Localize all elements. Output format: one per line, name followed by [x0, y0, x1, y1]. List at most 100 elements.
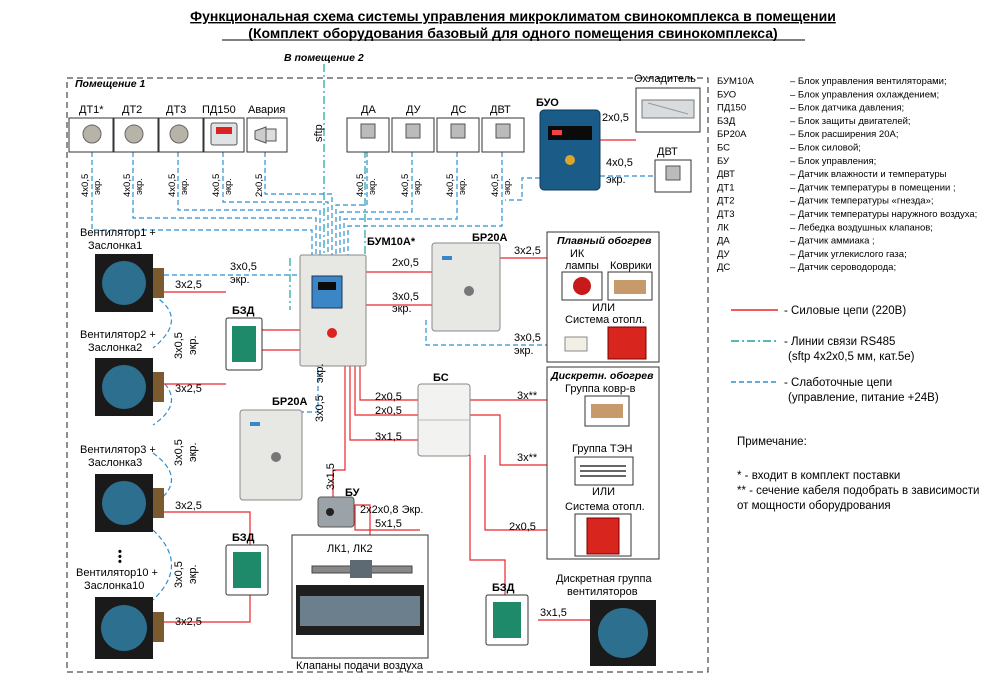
cable-pd150-ekr: экр. [223, 178, 234, 195]
fan10-label-b: Заслонка10 [84, 580, 144, 592]
fan2-damper [153, 372, 164, 402]
fan2-label-a: Вентилятор2 + [80, 329, 156, 341]
bum-pow-cable: 3х0,5 [392, 291, 419, 303]
fan-ellipsis-2: • [118, 551, 122, 563]
dvt2-cable: 4х0,5 [606, 157, 633, 169]
cable-ds: 4х0,5 [445, 174, 456, 197]
legend-rs485-text1: - Линии связи RS485 [784, 336, 895, 348]
title-line2: (Комплект оборудования базовый для одног… [248, 25, 777, 41]
bzd2-label: БЗД [232, 532, 255, 544]
fan-ellipsis-1: • [118, 546, 122, 558]
legend-low-text2: (управление, питание +24В) [788, 392, 939, 404]
br20a-mid-device [239, 409, 303, 501]
buo-label: БУО [536, 97, 559, 109]
legend-abbr-desc: – Блок управления; [790, 156, 876, 167]
bu-device [317, 496, 355, 528]
br20a-top-lc-ekr: экр. [514, 345, 534, 357]
legend-abbr-code: ДТ1 [717, 182, 735, 193]
bs-cable2: 2х0,5 [375, 405, 402, 417]
abbreviation-legend: БУМ10А– Блок управления вентиляторами;БУ… [717, 76, 977, 273]
legend-abbr-desc: – Блок защиты двигателей; [790, 116, 911, 127]
fan23-lc-cable: 3х0,5 [173, 439, 185, 466]
dvt-sensor-icon [495, 123, 511, 139]
legend-abbr-code: ДА [717, 236, 730, 247]
room1-label: Помещение 1 [75, 78, 145, 90]
fan10-power-cable: 3х2,5 [175, 616, 202, 628]
smooth-thermostat-icon [564, 336, 588, 352]
legend-abbr-desc: – Блок силовой; [790, 143, 861, 154]
bzd3-label: БЗД [492, 582, 515, 594]
cable-pd150: 4х0,5 [211, 174, 222, 197]
power-wires [164, 139, 636, 623]
valve-grille [300, 596, 420, 626]
fan-cable-labels: 3х2,5 3х2,5 3х2,5 3х2,5 3х0,5 экр. 3х0,5… [173, 279, 202, 628]
bzd2-icon [233, 552, 261, 588]
fan10-label-a: Вентилятор10 + [76, 567, 158, 579]
dvt2-sensor-icon [665, 165, 681, 181]
cable-alarm: 2х0,5 [254, 174, 265, 197]
cable-dt1: 4х0,5 [80, 174, 91, 197]
fan12-lc-ekr: экр. [187, 335, 199, 355]
notes-n1: * - входит в комплект поставки [737, 470, 900, 482]
bs-mats-cable: 3х** [517, 390, 538, 402]
fan-group-cable: 3х1,5 [540, 607, 567, 619]
br20a-top-tag [442, 256, 452, 260]
legend-abbr-desc: – Лебедка воздушных клапанов; [790, 222, 933, 233]
fans-column: Вентилятор1 + Заслонка1 Вентилятор2 + За… [76, 227, 164, 659]
dt1-sensor-icon [82, 124, 102, 144]
ds-sensor-icon [450, 123, 466, 139]
fan12-lc-cable: 3х0,5 [173, 332, 185, 359]
alarm-label: Авария [248, 104, 285, 116]
cable-da: 4х0,5 [355, 174, 366, 197]
fan1-damper [153, 268, 164, 298]
cable-ds-ekr: экр. [457, 178, 468, 195]
buo-display [548, 126, 592, 140]
fan3-damper [153, 488, 164, 518]
dt2-label: ДТ2 [122, 104, 142, 116]
dvt2-cable-ekr: экр. [606, 174, 626, 186]
fan-group-label-b: вентиляторов [567, 586, 638, 598]
br20a-top-lc: 3х0,5 [514, 332, 541, 344]
fan-group-label-a: Дискретная группа [556, 573, 652, 585]
sensor-cable-labels: 4х0,5 экр. 4х0,5 экр. 4х0,5 экр. 4х0,5 э… [80, 174, 513, 197]
legend-abbr-code: ДТ2 [717, 196, 735, 207]
bum-br2-ekr: экр. [314, 363, 326, 383]
legend-abbr-desc: – Датчик влажности и температуры [790, 169, 947, 180]
bum10a-display [318, 282, 336, 290]
fan3-label-a: Вентилятор3 + [80, 444, 156, 456]
legend-abbr-code: ДС [717, 262, 730, 273]
bu-button [326, 508, 334, 516]
legend-abbr-desc: – Блок расширения 20А; [790, 129, 898, 140]
cooler-label: Охладитель [634, 73, 696, 85]
fan3-label-b: Заслонка3 [88, 457, 142, 469]
br20a-mid-knob [271, 452, 281, 462]
bzd1-icon [232, 326, 256, 362]
fan-ellipsis-3: • [118, 556, 122, 568]
ds-label: ДС [451, 104, 466, 116]
legend-abbr-code: БС [717, 143, 730, 154]
bum-fan-cable: 3х0,5 [230, 261, 257, 273]
lk-label: ЛК1, ЛК2 [327, 543, 373, 555]
smooth-heating-title: Плавный обогрев [557, 235, 652, 247]
pd150-display [216, 127, 232, 134]
legend-abbr-desc: – Датчик температуры «гнезда»; [790, 196, 934, 207]
legend-abbr-code: ДУ [717, 249, 731, 260]
smooth-boiler-icon [607, 326, 647, 360]
title-line1: Функциональная схема системы управления … [190, 8, 836, 24]
bs-system-cable: 2х0,5 [509, 521, 536, 533]
cable-dt2-ekr: экр. [134, 178, 145, 195]
da-sensor-icon [360, 123, 376, 139]
fan1-power-cable: 3х2,5 [175, 279, 202, 291]
bs-label: БС [433, 372, 449, 384]
cable-dt3-ekr: экр. [179, 178, 190, 195]
dt3-label: ДТ3 [166, 104, 186, 116]
cable-du: 4х0,5 [400, 174, 411, 197]
legend-abbr-desc: – Датчик температуры наружного воздуха; [790, 209, 977, 220]
legend-abbr-code: БУМ10А [717, 76, 755, 87]
legend-abbr-code: ЛК [717, 222, 729, 233]
br20a-top-label: БР20А [472, 232, 507, 244]
bs-cable1: 2х0,5 [375, 391, 402, 403]
fan310-lc-ekr: экр. [187, 564, 199, 584]
legend-abbr-code: ДВТ [717, 169, 735, 180]
discrete-ten-icon [580, 465, 626, 477]
